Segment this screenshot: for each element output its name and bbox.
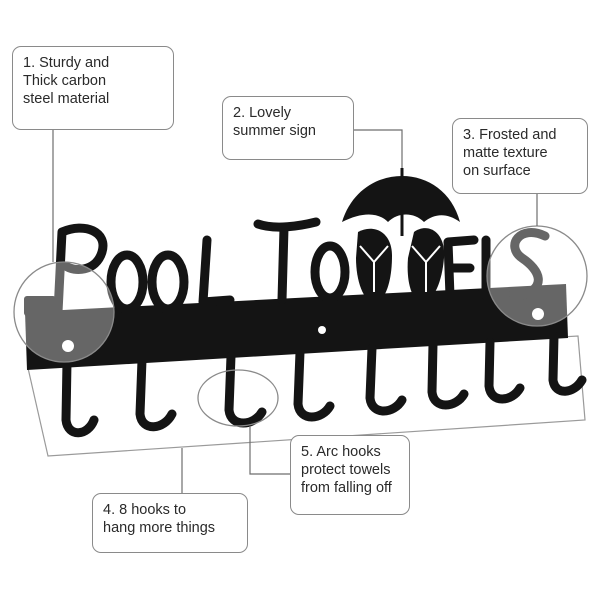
zoom-circle-texture: [486, 225, 588, 327]
hook-6: [427, 339, 469, 410]
hook-2: [135, 355, 177, 432]
flip-flops-icon: [356, 228, 445, 303]
umbrella-icon: [342, 168, 460, 236]
letter-e: [443, 235, 481, 301]
sign-lettering: [53, 217, 550, 317]
callout-steel-material: 1. Sturdy and Thick carbon steel materia…: [12, 46, 174, 130]
letter-o-3: [310, 241, 350, 303]
hooks: [61, 331, 587, 438]
callout-arc-hooks: 5. Arc hooks protect towels from falling…: [290, 435, 410, 515]
zoom-circle-steel: [13, 261, 115, 363]
letter-o-2: [147, 250, 189, 314]
leader-line-2: [354, 129, 403, 168]
screw-hole-center: [318, 326, 326, 334]
callout-eight-hooks: 4. 8 hooks to hang more things: [92, 493, 248, 553]
hook-7: [484, 337, 525, 404]
letter-l-1: [198, 235, 235, 307]
hook-5: [365, 343, 407, 416]
hook-3: [224, 351, 267, 428]
hook-4: [293, 347, 335, 422]
hook-1: [61, 357, 99, 438]
hook-8: [548, 331, 587, 396]
leader-line-5: [249, 426, 290, 475]
letter-s: [510, 228, 550, 301]
letter-p: [53, 223, 108, 317]
letter-o-1: [106, 250, 148, 314]
letter-t: [253, 217, 321, 305]
leader-lines: [52, 129, 538, 493]
callout-matte-texture: 3. Frosted and matte texture on surface: [452, 118, 588, 194]
screw-hole-left: [62, 340, 74, 352]
callout-summer-sign: 2. Lovely summer sign: [222, 96, 354, 160]
zoom-circle-hook: [197, 369, 279, 427]
letter-l-2: [481, 235, 511, 301]
screw-hole-right: [532, 308, 544, 320]
